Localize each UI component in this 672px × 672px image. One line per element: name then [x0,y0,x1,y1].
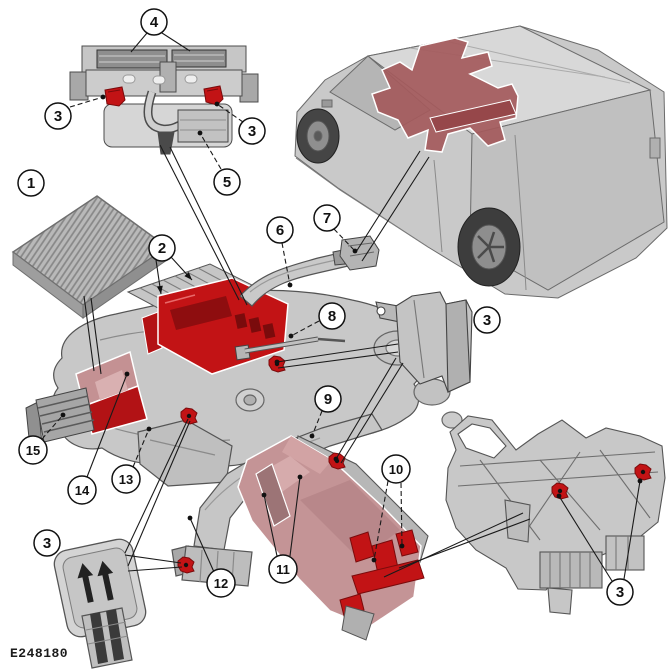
svg-text:3: 3 [54,108,62,125]
retaining-clip-highlight [634,463,652,481]
callout-9: 9 [314,385,342,413]
vent-end-cap-right [239,73,259,103]
callout-12: 12 [206,568,236,598]
svg-text:1: 1 [27,175,35,192]
hvac-overlay-duct-arm [429,99,517,133]
callout-3: 3 [33,529,61,557]
figure-code: E248180 [10,646,69,661]
callout-6: 6 [266,216,294,244]
blend-actuator-clip-right [203,85,224,106]
blend-actuator-clip-left [104,86,126,107]
callout-4: 4 [140,8,168,36]
svg-text:5: 5 [223,174,231,191]
svg-text:8: 8 [328,308,336,325]
callout-7: 7 [313,204,341,232]
retaining-clip-highlight [180,407,198,425]
retaining-clip-highlight [551,482,569,500]
vehicle-front-wheel [296,108,340,164]
hvac-location-overlay [371,37,519,153]
callout-11: 11 [268,554,298,584]
callout-3: 3 [473,306,501,334]
airflow-arrows [77,560,114,603]
callout-10: 10 [381,454,411,484]
callout-2: 2 [148,234,176,262]
svg-text:14: 14 [75,483,90,498]
svg-text:12: 12 [214,576,228,591]
link-rod [234,336,346,361]
crossbeam-assembly [445,415,666,615]
filter-access-door [75,350,148,435]
cabin-air-filter [11,195,169,320]
duct-connectors-highlight [339,529,425,617]
duct-end-vent [332,235,380,271]
mounting-bracket [375,291,473,393]
svg-text:7: 7 [323,210,331,227]
vehicle-mirror [321,99,333,108]
control-module [177,109,229,143]
callout-14: 14 [67,475,97,505]
retaining-clip-highlight [177,556,195,574]
callout-5: 5 [213,168,241,196]
vent-grille-right [171,49,227,68]
console-duct-assembly [237,435,429,641]
svg-text:3: 3 [43,535,51,552]
vent-end-cap-left [69,71,89,101]
callout-3: 3 [606,578,634,606]
crossbeam-ribs [539,535,645,589]
callout-13: 13 [111,464,141,494]
svg-text:15: 15 [26,443,40,458]
callout-1: 1 [17,169,45,197]
callout-8: 8 [318,302,346,330]
vehicle-rear-wheel [457,207,521,287]
svg-text:2: 2 [158,240,166,257]
svg-text:4: 4 [150,14,159,31]
svg-text:6: 6 [276,222,284,239]
svg-text:9: 9 [324,391,332,408]
svg-text:3: 3 [483,312,491,329]
callout-3: 3 [238,117,266,145]
svg-text:3: 3 [616,584,624,601]
callout-3: 3 [44,102,72,130]
vehicle-taillight [649,137,661,159]
vehicle-illustration [294,25,668,299]
defrost-vent-assembly [69,45,259,155]
vent-grille-left [96,49,168,69]
callout-15: 15 [18,435,48,465]
rear-vent-bezel [53,538,147,669]
svg-text:3: 3 [248,123,256,140]
svg-text:11: 11 [276,562,290,577]
svg-text:10: 10 [389,462,403,477]
bezel-duct [81,607,133,669]
svg-text:13: 13 [119,472,133,487]
